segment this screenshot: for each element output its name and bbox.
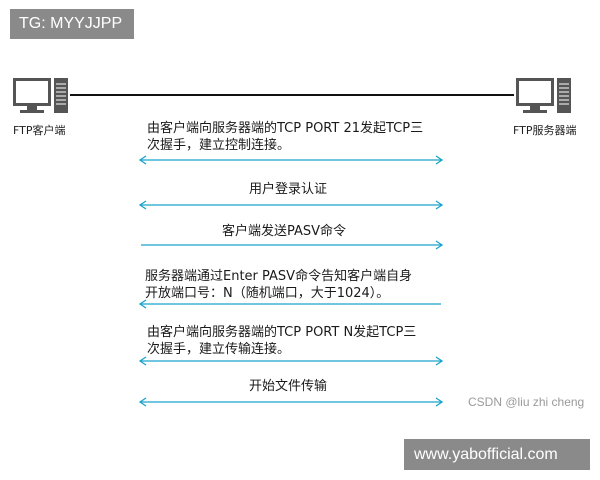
- step-5-text: 由客户端向服务器端的TCP PORT N发起TCP三 次握手，建立传输连接。: [147, 324, 416, 358]
- arrow-head-right: [435, 200, 444, 210]
- arrow-head-left: [138, 356, 147, 366]
- bottom-tag: www.yabofficial.com: [404, 439, 590, 470]
- step-6-text: 开始文件传输: [249, 378, 327, 395]
- arrow-head-left: [138, 200, 147, 210]
- step-2-line1: 用户登录认证: [249, 182, 328, 197]
- csdn-watermark: CSDN @liu zhi cheng: [468, 395, 585, 409]
- step-1-text: 由客户端向服务器端的TCP PORT 21发起TCP三 次握手，建立控制连接。: [147, 120, 423, 154]
- client-label: FTP客户端: [13, 124, 66, 137]
- step-4-arrow: [138, 299, 441, 309]
- step-1-arrow: [138, 155, 444, 165]
- step-4-text: 服务器端通过Enter PASV命令告知客户端自身 开放端口号：N（随机端口，大…: [145, 268, 412, 302]
- arrow-head-right: [435, 397, 444, 407]
- arrow-head-left: [138, 155, 147, 165]
- step-4-line1: 服务器端通过Enter PASV命令告知客户端自身: [145, 269, 413, 284]
- step-1-line1: 由客户端向服务器端的TCP PORT 21发起TCP三: [147, 121, 424, 136]
- client-computer-icon: [13, 78, 68, 113]
- arrow-head-left: [138, 397, 147, 407]
- step-5-line1: 由客户端向服务器端的TCP PORT N发起TCP三: [147, 325, 417, 340]
- step-3-line1: 客户端发送PASV命令: [222, 224, 347, 239]
- arrow-head-right: [435, 356, 444, 366]
- arrow-head-right: [435, 155, 444, 165]
- step-6-arrow: [138, 397, 444, 407]
- arrow-head-right: [435, 240, 444, 250]
- top-tag: TG: MYYJJPP: [10, 9, 134, 39]
- step-3-text: 客户端发送PASV命令: [222, 223, 346, 240]
- arrow-head-left: [138, 299, 147, 309]
- step-5-arrow: [138, 356, 444, 366]
- step-6-line1: 开始文件传输: [249, 379, 328, 394]
- step-2-arrow: [138, 200, 444, 210]
- step-2-text: 用户登录认证: [249, 181, 327, 198]
- connection-line: [70, 94, 514, 96]
- step-5-line2: 次握手，建立传输连接。: [147, 342, 291, 357]
- step-3-arrow: [141, 240, 444, 250]
- server-label: FTP服务器端: [513, 124, 577, 137]
- step-1-line2: 次握手，建立控制连接。: [147, 138, 291, 153]
- server-computer-icon: [516, 78, 571, 113]
- step-4-line2: 开放端口号：N（随机端口，大于1024）。: [145, 286, 390, 301]
